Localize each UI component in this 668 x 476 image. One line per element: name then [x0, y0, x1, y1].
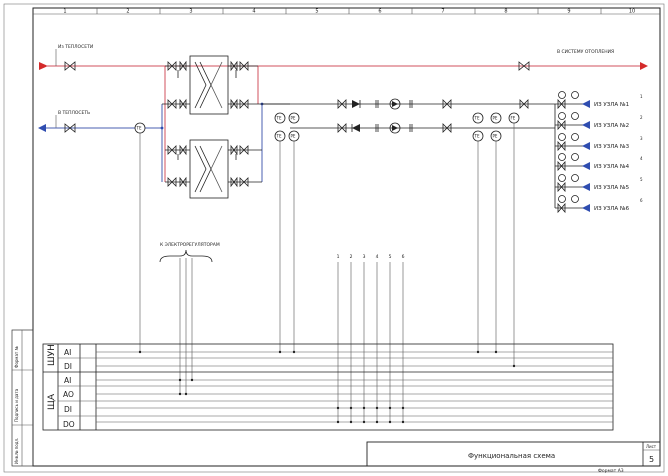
return-temp-instrument: ТЕ: [134, 122, 146, 352]
node-label-4: ИЗ УЗЛА №4: [594, 164, 630, 170]
node-marker: 6: [640, 198, 643, 203]
outer-frame: [3, 3, 665, 473]
bus-wires: [337, 262, 404, 422]
cabinet-name-shcha: ЩА: [47, 393, 57, 410]
svg-text:РЕ: РЕ: [493, 134, 498, 139]
svg-text:РЕ: РЕ: [291, 134, 296, 139]
bus-number: 1: [337, 254, 340, 260]
heating-circuit: [262, 103, 556, 208]
grid-number: 3: [189, 9, 192, 15]
node-label-6: ИЗ УЗЛА №6: [594, 206, 630, 212]
svg-text:ТЕ: ТЕ: [136, 126, 142, 131]
svg-text:РЕ: РЕ: [493, 116, 498, 121]
node-marker: 4: [640, 156, 643, 161]
inlet-valves: [64, 61, 530, 133]
supply-in-label: Из ТЕПЛОСЕТИ: [58, 44, 93, 50]
node-valves: [557, 91, 579, 214]
bus-number: 5: [389, 254, 392, 260]
side-stamp-format: Формат №: [14, 346, 19, 368]
grid-number: 2: [126, 9, 129, 15]
signal-ai: AI: [64, 348, 71, 357]
node-label-1: ИЗ УЗЛА №1: [594, 102, 629, 108]
title-block-sheet-number: 5: [649, 455, 654, 464]
node-marker: 2: [640, 115, 643, 120]
grid-number: 9: [567, 9, 570, 15]
bus-number: 2: [350, 254, 353, 260]
node-label-3: ИЗ УЗЛА №3: [594, 144, 630, 150]
title-block: [366, 441, 661, 467]
svg-text:FE: FE: [511, 116, 516, 121]
signal-di: DI: [64, 362, 72, 371]
node-marker: 5: [640, 177, 643, 182]
grid-number: 6: [378, 9, 381, 15]
title-block-format: Формат А3: [598, 468, 624, 474]
cabinet-name-shun: ШУН: [47, 344, 57, 366]
svg-text:ТЕ: ТЕ: [276, 134, 282, 139]
supply-pipeline: [39, 62, 648, 182]
title-block-title: Функциональная схема: [468, 452, 555, 460]
drawing-frame: [32, 7, 661, 467]
regulators-label: К ЭЛЕКТРОРЕГУЛЯТОРАМ: [160, 242, 220, 248]
cabinet-table: [42, 343, 614, 431]
pump-group: [337, 98, 529, 134]
bus-number: 6: [402, 254, 405, 260]
grid-number: 5: [315, 9, 318, 15]
hx-valves: [167, 60, 249, 188]
side-stamp-signature: Подпись и дата: [14, 388, 19, 422]
node-label-5: ИЗ УЗЛА №5: [594, 185, 630, 191]
svg-text:ТЕ: ТЕ: [474, 134, 480, 139]
regulators-brace: [159, 249, 213, 263]
node-marker: 1: [640, 94, 643, 99]
grid-number: 4: [252, 9, 255, 15]
heating-label: В СИСТЕМУ ОТОПЛЕНИЯ: [557, 49, 614, 55]
signal-do: DO: [63, 420, 75, 429]
return-out-label: В ТЕПЛОСЕТЬ: [58, 110, 90, 116]
side-stamp: Формат № Подпись и дата Инв.№ подл.: [11, 329, 34, 467]
node-label-2: ИЗ УЗЛА №2: [594, 123, 629, 129]
grid-number: 7: [441, 9, 444, 15]
bus-number: 3: [363, 254, 366, 260]
signal-ao: AO: [63, 390, 74, 399]
grid-ruler: [96, 8, 602, 14]
heat-exchanger-2: [189, 139, 229, 199]
svg-text:ТЕ: ТЕ: [474, 116, 480, 121]
node-marker: 3: [640, 136, 643, 141]
bus-number: 4: [376, 254, 379, 260]
title-block-sheet-label: Лист: [646, 444, 657, 449]
signal-di: DI: [64, 405, 72, 414]
heat-exchanger-1: [189, 55, 229, 115]
svg-text:ТЕ: ТЕ: [276, 116, 282, 121]
circuit-instruments: ТЕ РЕ ТЕ РЕ ТЕ РЕ ТЕ РЕ FE: [274, 112, 520, 366]
node-arrows: [582, 100, 590, 212]
grid-number: 10: [629, 9, 635, 15]
side-stamp-inventory: Инв.№ подл.: [14, 438, 19, 464]
svg-text:РЕ: РЕ: [291, 116, 296, 121]
grid-number: 8: [504, 9, 507, 15]
grid-number: 1: [63, 9, 66, 15]
signal-ai: AI: [64, 376, 71, 385]
